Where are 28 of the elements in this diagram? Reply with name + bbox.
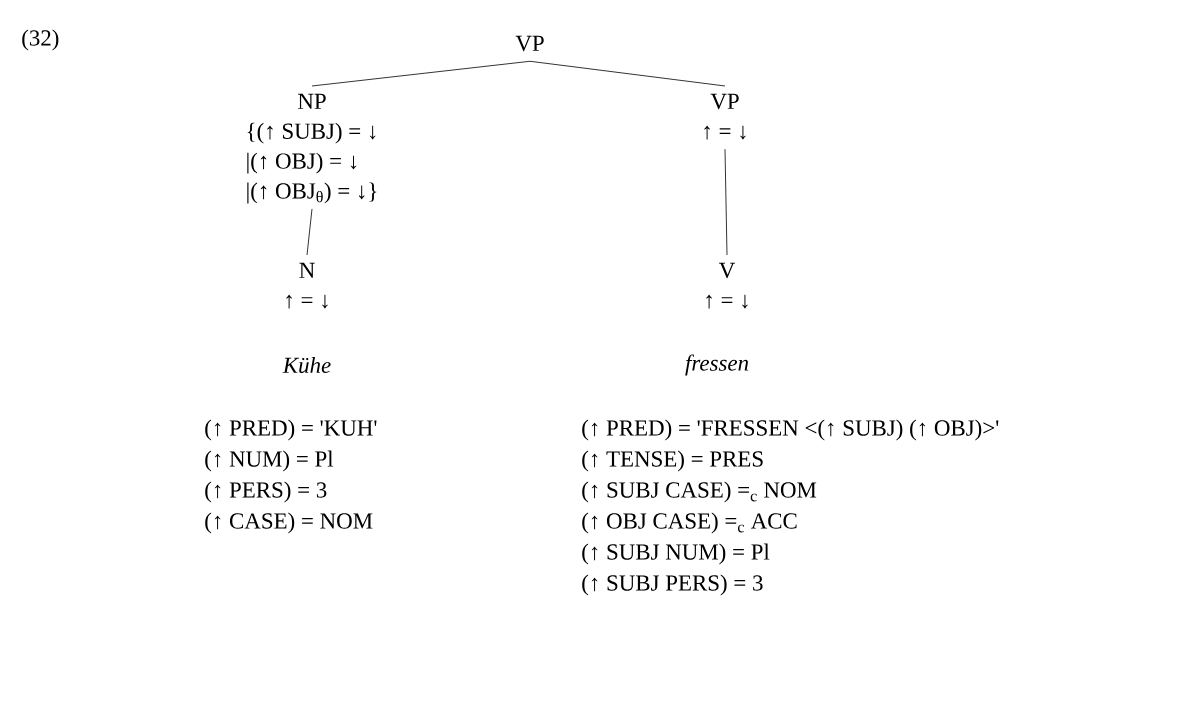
category-label: N <box>299 262 315 278</box>
lexical-equation: (↑ PERS) = 3 <box>205 481 327 503</box>
example-number: (32) <box>22 29 59 51</box>
category-label: V <box>719 262 736 279</box>
annotation: {(↑ SUBJ) = ↓ <box>247 122 376 144</box>
lexical-equation: (↑ OBJ CASE) =$_{c}$ ACC <box>582 512 797 534</box>
lexical-equation: (↑ PRED) = 'KUH' <box>205 419 377 441</box>
tree-branch <box>529 60 726 87</box>
annotation: ↑ = ↓ <box>704 125 746 140</box>
word-form: fressen <box>685 354 749 376</box>
tree-branch <box>724 148 728 256</box>
lexical-equation: (↑ CASE) = NOM <box>205 512 373 534</box>
lexical-equation: (↑ SUBJ PERS) = 3 <box>582 574 763 596</box>
annotation: |(↑ OBJ$_{θ}$) = ↓} <box>247 182 377 204</box>
annotation: ↑ = ↓ <box>286 294 328 309</box>
category-label: NP <box>298 93 326 109</box>
annotation: |(↑ OBJ) = ↓ <box>247 152 357 174</box>
tree-branch <box>311 60 531 87</box>
word-form: Kühe <box>282 356 331 374</box>
lexical-equation: (↑ TENSE) = PRES <box>582 450 763 472</box>
category-label: VP <box>710 93 739 110</box>
lexical-equation: (↑ PRED) = 'FRESSEN <(↑ SUBJ) (↑ OBJ)>' <box>582 419 999 441</box>
lexical-equation: (↑ NUM) = Pl <box>205 450 334 472</box>
lexical-equation: (↑ SUBJ NUM) = Pl <box>582 543 770 565</box>
category-label: VP <box>515 35 544 52</box>
annotation: ↑ = ↓ <box>706 294 748 309</box>
tree-branch <box>306 208 313 256</box>
lexical-equation: (↑ SUBJ CASE) =$_{c}$ NOM <box>582 481 817 503</box>
